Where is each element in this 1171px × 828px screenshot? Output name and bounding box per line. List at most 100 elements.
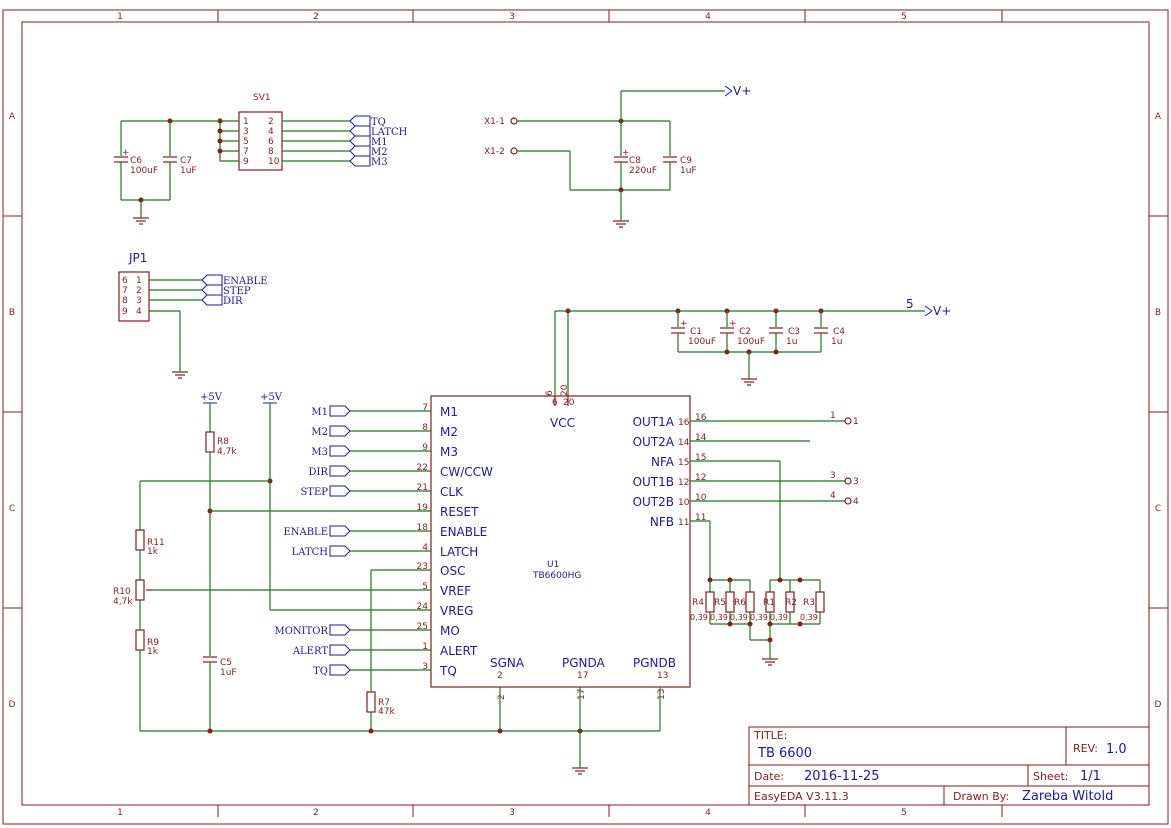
frame-col-bottom-3: 3	[509, 808, 515, 818]
sense-resistor-r3: R30,39	[800, 580, 825, 624]
r9-ref: R9	[147, 638, 159, 648]
cbank-net: 5	[906, 297, 914, 311]
u1-pin-inner-15: 15	[678, 458, 689, 468]
tb-rev-label: REV:	[1073, 742, 1098, 755]
u1-vcc-label: VCC	[550, 416, 575, 430]
power-5v-2: +5V	[260, 392, 283, 404]
frame-row-right-D: D	[1155, 700, 1162, 710]
sv1-net-flag-tq-label: TQ	[371, 117, 386, 128]
jp1-net-flag-dir: DIR	[201, 294, 243, 307]
tb-date: 2016-11-25	[804, 769, 880, 784]
u1-net-flag-monitor-label: MONITOR	[274, 626, 328, 637]
frame-row-right-C: C	[1155, 504, 1161, 514]
output-conn-label-4: 4	[853, 497, 859, 507]
output-connector-3: 33	[830, 471, 859, 487]
sense-r5-ref: R5	[714, 598, 726, 608]
tb-title: TB 6600	[757, 746, 812, 761]
frame-col-top-4: 4	[705, 12, 711, 22]
ground-icon	[572, 767, 588, 775]
x1-p1: X1-1	[484, 117, 505, 127]
sv1-net-flag-m1-label: M1	[371, 137, 388, 148]
c8-plus: +	[622, 148, 630, 158]
output-conn-label-3: 3	[853, 477, 859, 487]
ground-icon	[762, 658, 778, 666]
u1-net-flag-m1-label: M1	[311, 407, 328, 418]
output-conn-label-1: 1	[853, 417, 859, 427]
cap-c3-val: 1u	[786, 337, 797, 347]
sense-r5-val: 0,39	[710, 613, 728, 622]
sv1-right-pin-2: 2	[268, 117, 274, 127]
u1-vcc-pin20-in: 20	[563, 398, 575, 408]
ground-icon	[741, 378, 757, 386]
cap-c1-val: 100uF	[688, 337, 716, 347]
vplus-top-flag: V+	[724, 84, 751, 98]
u1-pin-num-5: 5	[422, 582, 428, 592]
u1-pin-name-nfa: NFA	[651, 455, 675, 469]
c7-val: 1uF	[180, 166, 197, 176]
u1-pin-num-10: 10	[695, 493, 707, 503]
jp1-left-pin-8: 8	[122, 296, 128, 306]
u1-pin-num-8: 8	[422, 423, 428, 433]
sv1-right-pin-8: 8	[268, 147, 274, 157]
r8-ref: R8	[217, 437, 229, 447]
frame-col-top-5: 5	[901, 12, 907, 22]
frame-row-left-C: C	[9, 504, 15, 514]
u1-pin-inner-14: 14	[678, 438, 690, 448]
sense-r2-val: 0,39	[770, 613, 788, 622]
frame-col-bottom-4: 4	[705, 808, 711, 818]
cap-c4-val: 1u	[831, 337, 842, 347]
sv1-right-pin-6: 6	[268, 137, 274, 147]
u1-pin-num-22: 22	[417, 463, 428, 473]
c9-val: 1uF	[680, 166, 697, 176]
output-wire-label-4: 4	[830, 491, 836, 501]
u1-pin-name-pgnda: PGNDA	[562, 656, 606, 670]
frame-row-right-A: A	[1155, 112, 1162, 122]
tb-date-label: Date:	[754, 770, 784, 783]
frame-row-left-A: A	[9, 112, 16, 122]
u1-pin-inner-11: 11	[678, 518, 689, 528]
sense-r6-ref: R6	[734, 598, 746, 608]
c6-plus: +	[122, 148, 130, 158]
ground-icon	[133, 217, 149, 225]
jp1-net-flag-step-label: STEP	[223, 286, 251, 297]
power-5v-label-2: +5V	[260, 392, 283, 403]
cap-c2-val: 100uF	[737, 337, 765, 347]
jp1-net-flag-enable-label: ENABLE	[223, 276, 268, 287]
u1-net-flag-enable-label: ENABLE	[283, 527, 328, 538]
c7-ref: C7	[180, 156, 192, 166]
u1-net-flag-m1: M1	[311, 405, 351, 418]
vref-network: +5V +5V R8 4,7k C5 1uF R11 1k R10 4,7k	[113, 392, 661, 775]
sense-r1-ref: R1	[763, 598, 775, 608]
c6-ref: C6	[130, 156, 142, 166]
u1-pin-name-cw-ccw: CW/CCW	[440, 465, 493, 479]
u1-net-flag-latch: LATCH	[292, 545, 351, 558]
u1-pin-num-7: 7	[422, 403, 428, 413]
cap-c4-ref: C4	[833, 327, 845, 337]
u1-net-flag-latch-label: LATCH	[292, 547, 329, 558]
jp1-net-flag-enable: ENABLE	[201, 274, 268, 287]
x1-p2: X1-2	[484, 147, 505, 157]
u1-net-flag-m3: M3	[311, 445, 351, 458]
sense-r4-val: 0,39	[690, 613, 708, 622]
u1-pin-num-16: 16	[695, 413, 707, 423]
u1-pin-num-25: 25	[417, 622, 428, 632]
u1-net-flag-m2-label: M2	[311, 427, 328, 438]
frame-col-bottom-2: 2	[313, 808, 319, 818]
output-connector-4: 44	[830, 491, 859, 507]
u1-vcc-pin6-in: 6	[552, 398, 558, 408]
sense-r3-ref: R3	[803, 598, 815, 608]
sv1-net-flag-m3: M3	[349, 155, 388, 168]
jp1-left-pin-6: 6	[122, 276, 128, 286]
